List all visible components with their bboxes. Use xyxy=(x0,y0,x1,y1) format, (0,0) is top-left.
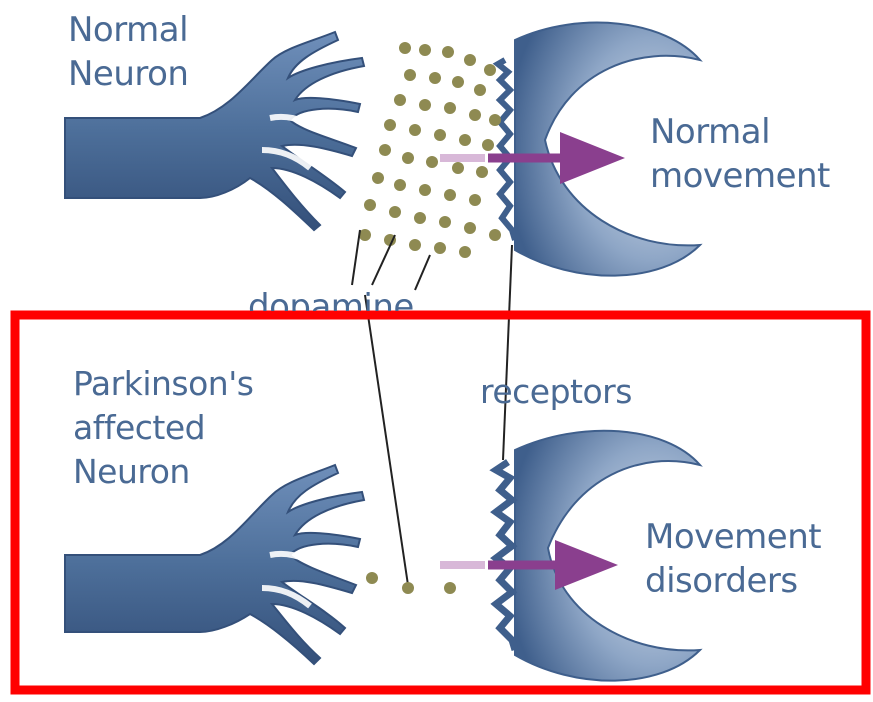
movement-disorders-line1: Movement xyxy=(645,515,821,559)
movement-disorders-line2: disorders xyxy=(645,559,821,603)
normal-neuron-label-line2: Neuron xyxy=(68,52,188,96)
parkinsons-presynaptic-neuron xyxy=(65,465,364,664)
parkinsons-label-line2: affected xyxy=(73,406,253,450)
normal-neuron-label: Normal Neuron xyxy=(68,8,188,96)
normal-movement-label: Normal movement xyxy=(650,110,830,198)
normal-neuron-label-line1: Normal xyxy=(68,8,188,52)
normal-movement-label-line1: Normal xyxy=(650,110,830,154)
receptors-label: receptors xyxy=(480,370,632,414)
receptor-pointer-line xyxy=(503,245,512,460)
parkinsons-label-line3: Neuron xyxy=(73,450,253,494)
parkinsons-dopamine-sparse xyxy=(366,572,456,594)
normal-dopamine-cluster xyxy=(359,42,501,258)
movement-disorders-label: Movement disorders xyxy=(645,515,821,603)
normal-movement-label-line2: movement xyxy=(650,154,830,198)
dopamine-pointer-lines xyxy=(352,230,430,585)
parkinsons-neuron-label: Parkinson's affected Neuron xyxy=(73,362,253,494)
parkinsons-label-line1: Parkinson's xyxy=(73,362,253,406)
